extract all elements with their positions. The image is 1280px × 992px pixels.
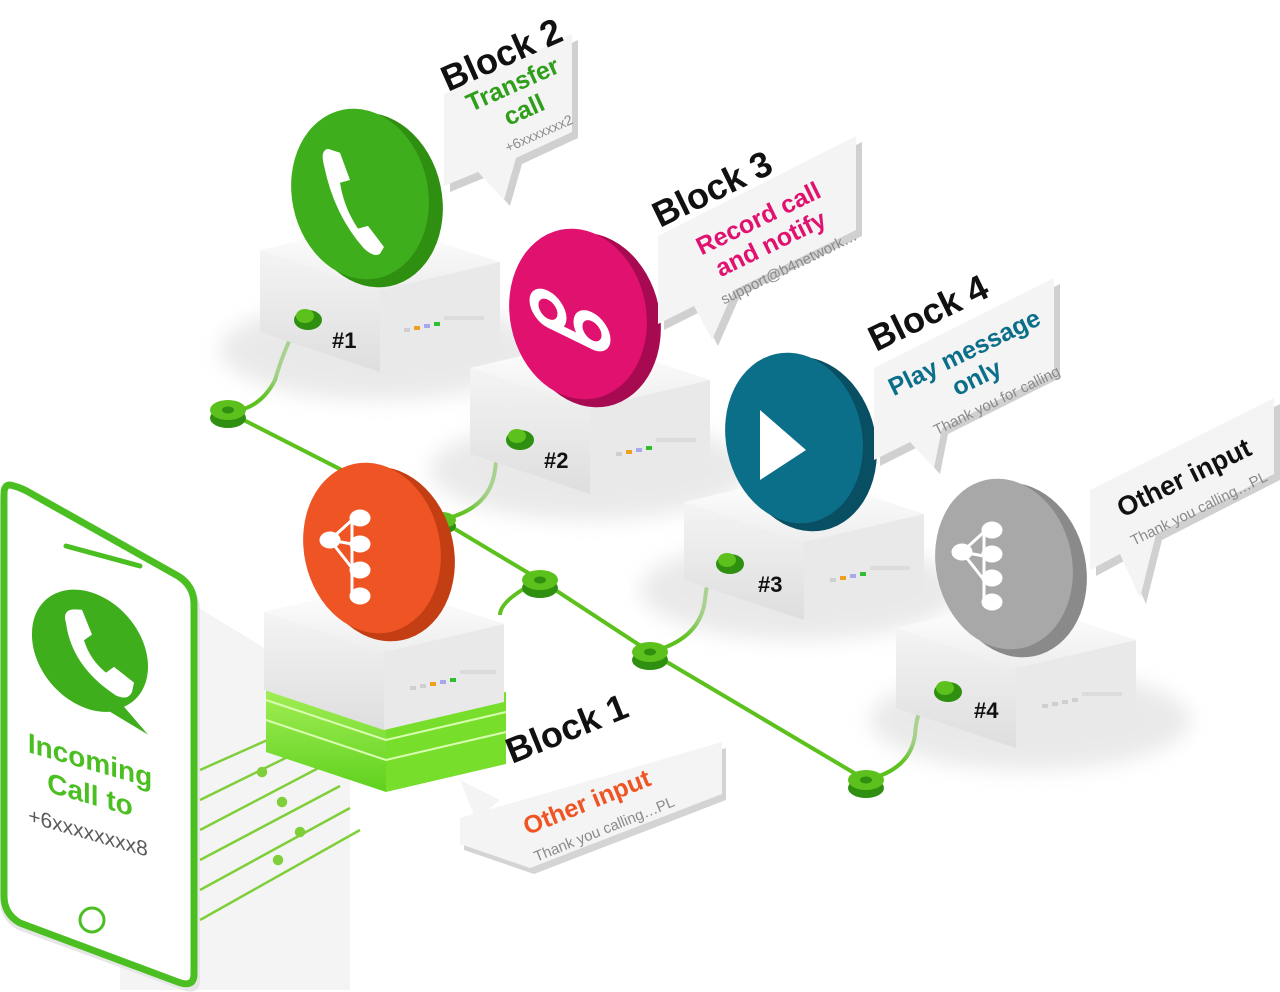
block-3-callout: Record call and notify support@b4network… xyxy=(658,136,862,346)
port-4-connector xyxy=(934,681,962,702)
block-2-disc xyxy=(291,108,443,288)
port-3-label: #3 xyxy=(758,572,782,597)
block-3-disc xyxy=(509,228,661,408)
port-1-label: #1 xyxy=(332,328,356,353)
voicemail-icon xyxy=(529,288,611,352)
port-4-label: #4 xyxy=(974,698,999,723)
block-1-disc xyxy=(303,462,455,642)
fallback-node: #4 Other input Thank you calling…PL xyxy=(870,398,1280,770)
block-4-node: #3 Play message only Thank you for calli… xyxy=(640,266,1063,640)
whatsapp-icon xyxy=(31,589,148,735)
status-leds xyxy=(1042,692,1122,708)
junction-node xyxy=(522,570,558,598)
block-2-callout: Transfer call +6xxxxxxx2 xyxy=(444,34,578,206)
port-2-label: #2 xyxy=(544,448,568,473)
block-1-title: Block 1 xyxy=(500,685,634,771)
block-3-node: #2 Record call and notify support@b4netw… xyxy=(430,136,862,520)
status-leds xyxy=(404,316,484,332)
port-3-connector xyxy=(716,553,744,574)
status-leds xyxy=(616,438,696,456)
phone-device: Incoming Call to +6xxxxxxxx8 xyxy=(0,481,350,992)
junction-node xyxy=(848,770,884,798)
phone-icon xyxy=(322,148,384,255)
status-leds xyxy=(830,566,910,582)
block-1-callout: Other input Thank you calling…PL xyxy=(460,742,726,874)
junction-node xyxy=(210,400,246,428)
port-1-connector xyxy=(294,309,322,330)
play-icon xyxy=(760,410,806,480)
flow-tree-icon xyxy=(951,521,1003,611)
junction-node xyxy=(632,642,668,670)
block-2-node: #1 Transfer call +6xxxxxxx2 Block 2 xyxy=(220,10,578,400)
fallback-callout: Other input Thank you calling…PL xyxy=(1090,398,1280,604)
fallback-disc xyxy=(935,478,1087,658)
block-4-disc xyxy=(725,352,877,532)
flow-tree-icon xyxy=(319,509,371,605)
status-leds xyxy=(410,670,496,690)
port-2-connector xyxy=(506,429,534,450)
